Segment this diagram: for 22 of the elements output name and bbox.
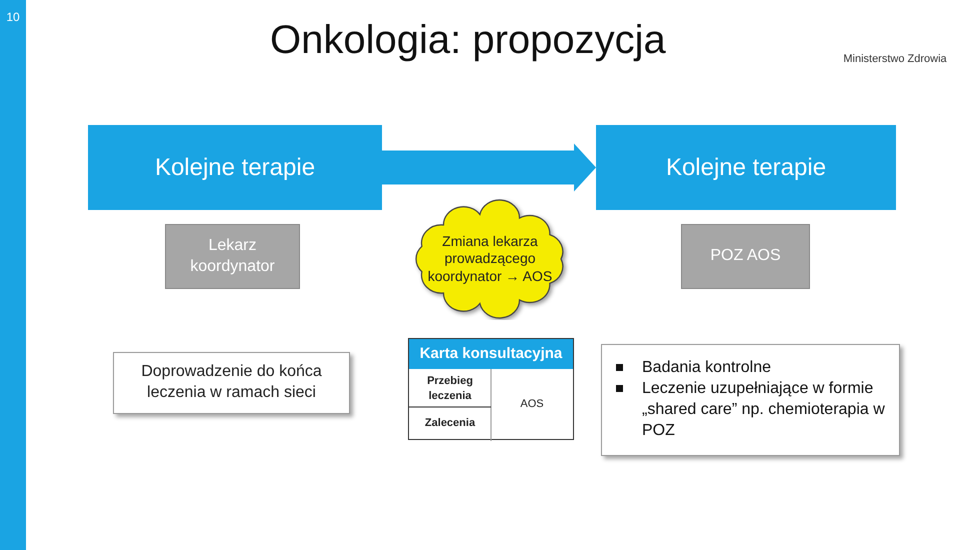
role-box — [165, 224, 300, 289]
table-cell-text: AOS — [520, 397, 544, 412]
box-text: Lekarz koordynator — [189, 236, 276, 276]
ministry-name: Ministerstwo Zdrowia — [842, 53, 948, 65]
note-box — [113, 352, 350, 414]
table-cell-text: Zalecenia — [424, 416, 476, 431]
table-cell-text: Przebieg leczenia — [426, 374, 474, 403]
page-number: 10 — [5, 10, 21, 24]
box-text: Doprowadzenie do końca leczenia w ramach sieci — [140, 362, 323, 403]
heading-text: Kolejne terapie — [154, 152, 316, 183]
list-item-text: Badania kontrolne — [642, 358, 771, 378]
heading-text: Kolejne terapie — [664, 152, 828, 183]
box-text: POZ AOS — [709, 246, 782, 266]
role-box — [681, 224, 810, 289]
heading-box — [88, 125, 382, 210]
bullet-list-box — [601, 344, 900, 456]
list-item-text: Leczenie uzupełniające w formie „shared care” np. chemioterapia w POZ — [642, 379, 886, 441]
cloud-text: Zmiana lekarza prowadzącego koordynator → AOS — [426, 232, 554, 286]
heading-box — [596, 125, 896, 210]
slide-title: Onkologia: propozycja — [270, 18, 666, 63]
block-arrow — [382, 144, 596, 192]
card-header: Karta konsultacyjna — [409, 339, 573, 369]
